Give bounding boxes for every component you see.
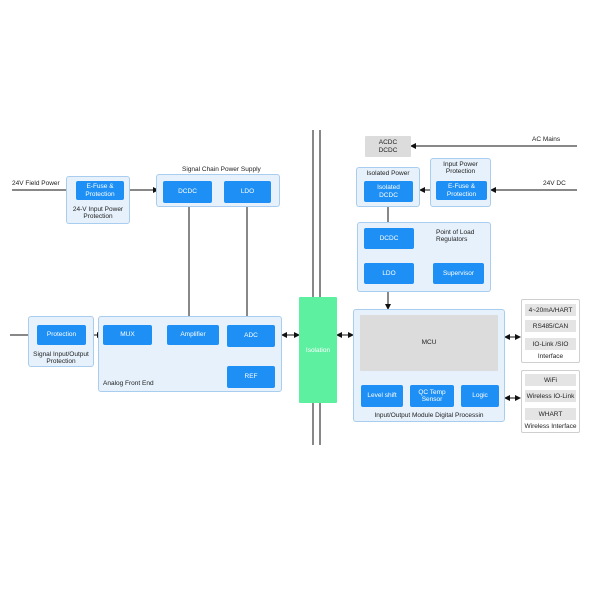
input-power-protection-label: 24-V Input Power Protection <box>72 206 124 221</box>
isolation-barrier: Isolation <box>299 297 337 403</box>
efuse-protection-block: E-Fuse & Protection <box>76 181 124 200</box>
level-shift-block: Level shift <box>361 385 403 407</box>
right-efuse-block: E-Fuse & Protection <box>436 181 487 200</box>
wireless-item: Wireless IO-Link <box>525 390 576 402</box>
right-input-power-label: Input Power Protection <box>430 161 491 176</box>
wireless-item: WHART <box>525 408 576 420</box>
supervisor-block: Supervisor <box>433 263 484 284</box>
qc-temp-sensor-block: QC Temp Sensor <box>410 385 454 407</box>
dc-24v-label: 24V DC <box>543 180 566 187</box>
isolated-power-label: Isolated Power <box>366 170 410 177</box>
acdc-dcdc-label: ACDC DCDC <box>378 139 398 154</box>
field-power-label: 24V Field Power <box>12 180 60 187</box>
interface-item: RS485/CAN <box>525 320 576 332</box>
io-module-label: Input/Output Module Digital Processin <box>374 412 484 419</box>
adc-block: ADC <box>227 325 275 347</box>
signal-protection-label: Signal Input/Output Protection <box>33 351 89 366</box>
pol-regulators-label: Point of Load Regulators <box>436 229 488 244</box>
isolated-dcdc-block: Isolated DCDC <box>364 181 413 202</box>
acdc-dcdc-block: ACDC DCDC <box>365 136 411 157</box>
interface-label: Interface <box>537 353 564 360</box>
pol-dcdc-block: DCDC <box>364 228 414 249</box>
left-ldo-block: LDO <box>224 181 271 203</box>
interface-item: 4~20mA/HART <box>525 304 576 316</box>
interface-item: IO-Link /SIO <box>525 338 576 350</box>
qc-temp-sensor-label: QC Temp Sensor <box>418 388 446 403</box>
amplifier-block: Amplifier <box>167 325 219 345</box>
logic-block: Logic <box>461 385 499 407</box>
protection-block: Protection <box>37 325 86 345</box>
wireless-interface-label: Wireless Interface <box>524 423 577 430</box>
analog-front-end-label: Analog Front End <box>103 380 154 387</box>
left-dcdc-block: DCDC <box>163 181 212 203</box>
signal-chain-power-title: Signal Chain Power Supply <box>182 166 261 173</box>
pol-regulators-text: Point of Load Regulators <box>436 229 475 244</box>
right-input-power-text: Input Power Protection <box>443 161 478 176</box>
wireless-item: WiFi <box>525 374 576 386</box>
mux-block: MUX <box>103 325 152 345</box>
mcu-block: MCU <box>360 315 498 371</box>
ac-mains-label: AC Mains <box>532 136 561 143</box>
ref-block: REF <box>227 366 275 388</box>
pol-ldo-block: LDO <box>364 263 414 284</box>
isolated-dcdc-label: Isolated DCDC <box>377 184 400 199</box>
